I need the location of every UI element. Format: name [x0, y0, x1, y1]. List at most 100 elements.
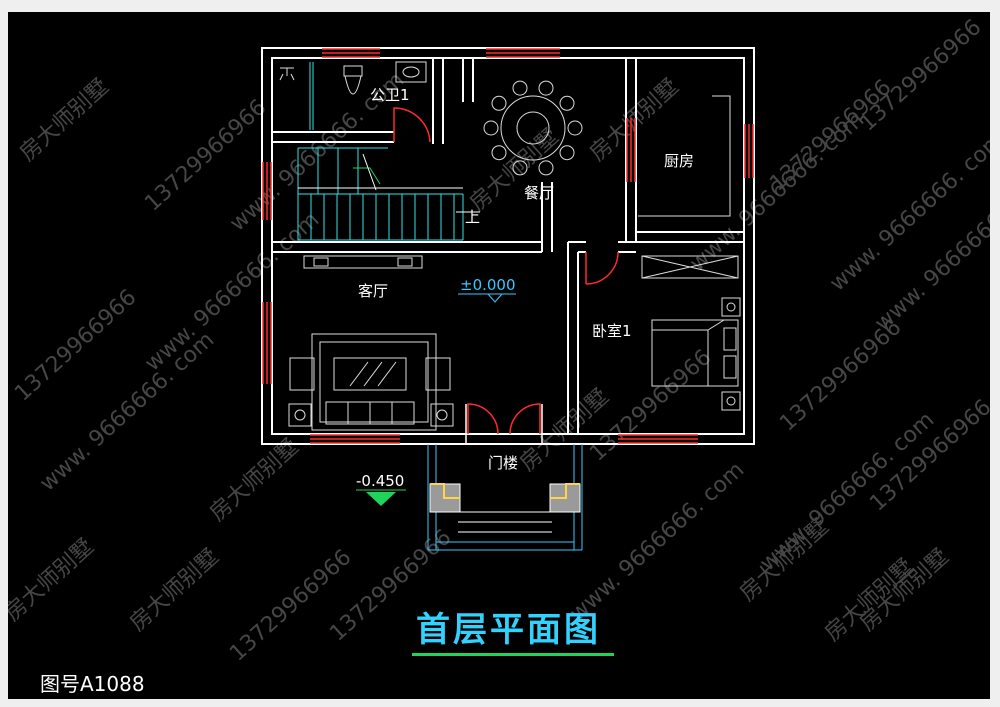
coffee-table-pattern — [349, 361, 397, 387]
drawing-title: 首层平面图 — [416, 610, 601, 650]
dining-chair — [491, 95, 507, 111]
stairs — [297, 147, 480, 241]
floor-elevation-label: ±0.000 — [460, 276, 516, 294]
watermark-brand: 房大师别墅 — [15, 74, 113, 166]
dining-chair — [491, 145, 507, 161]
lamp-icon — [294, 409, 306, 421]
side-table — [288, 403, 312, 427]
wardrobe-cross — [641, 255, 739, 279]
drawing-number: 图号A1088 — [40, 672, 145, 696]
window-bottom — [310, 434, 400, 444]
porch-column-cap — [430, 483, 460, 499]
dining-table-top — [500, 95, 566, 161]
dining-chairs — [483, 80, 583, 176]
porch-steps — [458, 511, 552, 533]
watermark-brand: 房大师别墅 — [125, 544, 223, 636]
dining-chair — [538, 160, 554, 176]
walls — [261, 47, 755, 445]
stair-wall — [272, 182, 553, 253]
armchair — [289, 357, 315, 391]
room-label-kitchen: 厨房 — [664, 152, 694, 170]
bed-blanket — [652, 319, 725, 386]
stair-arrow — [353, 167, 381, 185]
toilet-door — [393, 107, 431, 143]
coffee-table — [333, 357, 407, 391]
nightstand — [721, 297, 741, 317]
entrance-door — [467, 403, 541, 435]
kitchen-counter — [638, 95, 731, 217]
stair-flight — [297, 193, 464, 241]
bedroom-door — [585, 251, 619, 285]
stair-upper-flight — [297, 147, 388, 194]
room-label-porch: 门楼 — [488, 454, 518, 472]
stair-treads — [310, 194, 455, 240]
title-underline — [412, 653, 614, 656]
tv-cabinet-inner — [313, 257, 329, 267]
doors — [393, 107, 619, 444]
room-label-living: 客厅 — [358, 282, 388, 300]
window-left — [262, 302, 272, 384]
watermark-brand: 房大师别墅 — [8, 534, 99, 626]
porch-elevation-triangle — [366, 492, 396, 506]
kitchen-counter-edge — [638, 95, 731, 217]
drawing-frame: 房大师别墅 13729966966 www. 9666666. com 房大师别… — [8, 12, 990, 699]
bedroom-wall — [567, 241, 636, 434]
dining-table-lazy-susan — [516, 111, 550, 145]
dining-chair — [559, 145, 575, 161]
watermark-site: www. 9666666. com — [140, 207, 324, 376]
outer-wall-inner — [271, 57, 745, 435]
elevation-marker-porch: -0.450 — [356, 472, 406, 506]
elevation-marker-floor: ±0.000 — [458, 276, 516, 303]
lamp-icon — [726, 302, 736, 312]
nightstand — [721, 391, 741, 411]
toilet-fixtures — [279, 61, 427, 130]
porch-column-cap — [550, 483, 580, 499]
lamp-icon — [436, 409, 448, 421]
sofa-cushions — [347, 402, 393, 424]
pillow — [723, 327, 737, 351]
stair-break — [362, 153, 377, 191]
sofa-set — [311, 333, 437, 431]
kitchen-wall — [625, 58, 744, 243]
outer-wall — [261, 47, 755, 445]
shower-screen — [309, 62, 314, 130]
window-bottom — [618, 434, 698, 444]
porch-elevation-label: -0.450 — [356, 472, 404, 490]
tv-cabinet — [303, 255, 423, 269]
toilet-fixture — [343, 65, 363, 77]
armchair — [425, 357, 451, 391]
window-right — [744, 124, 754, 178]
window-top — [322, 48, 380, 58]
shower-icon — [279, 67, 295, 81]
pillow — [723, 355, 737, 379]
dining-table — [483, 80, 583, 176]
wardrobe — [641, 255, 739, 279]
entrance-door-jamb — [465, 404, 543, 444]
living-wall — [462, 58, 474, 102]
washbasin-bowl — [402, 66, 420, 78]
toilet-wall — [272, 58, 444, 144]
watermark-brand: 房大师别墅 — [465, 124, 563, 216]
dining-chair — [483, 120, 499, 136]
tv-cabinet-inner — [397, 257, 413, 267]
room-label-bedroom: 卧室1 — [592, 322, 632, 340]
washbasin — [395, 61, 427, 83]
room-label-toilet: 公卫1 — [370, 86, 410, 104]
side-table — [430, 403, 454, 427]
watermark-site: www. 9666666. com — [755, 407, 939, 576]
dining-chair — [559, 95, 575, 111]
dining-chair — [538, 80, 554, 96]
room-label-dining: 餐厅 — [524, 184, 554, 202]
toilet-bowl — [344, 75, 362, 95]
watermark-layer: 房大师别墅 13729966966 www. 9666666. com 房大师别… — [8, 15, 990, 667]
porch — [427, 444, 583, 551]
lamp-icon — [726, 396, 736, 406]
windows — [262, 48, 754, 444]
bed — [651, 319, 739, 387]
watermark-phone: 13729966966 — [855, 15, 986, 137]
living-furniture — [288, 255, 454, 431]
watermark-site: www. 9666666. com — [825, 127, 990, 296]
dining-chair — [512, 160, 528, 176]
floor-elevation-line — [458, 293, 516, 303]
window-kitchen — [626, 118, 636, 182]
